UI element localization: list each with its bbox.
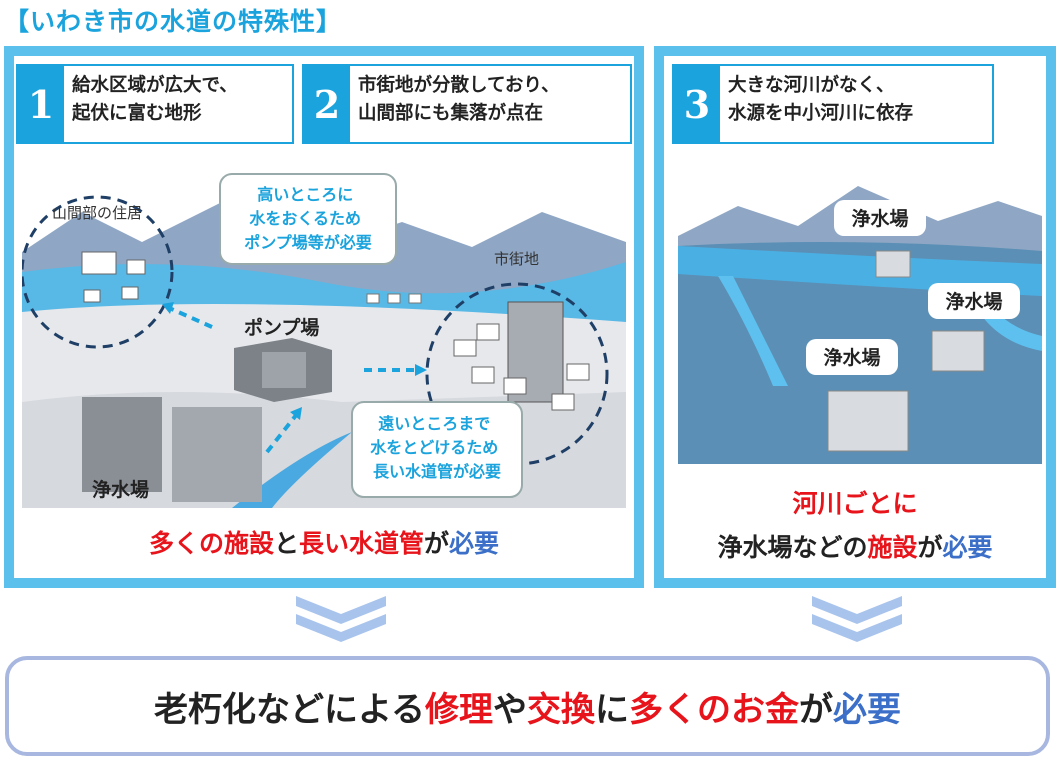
right-caption-part-2: 施設 [867, 533, 918, 562]
callout-high-line-1: 高いところに [257, 185, 353, 204]
right-caption-part-4: 必要 [942, 533, 993, 562]
mountain-house-3 [83, 289, 101, 303]
plant-label-1: 浄水場 [851, 207, 908, 230]
callout-far-box [351, 401, 523, 498]
callout-far-line-2: 水をとどけるため [370, 438, 498, 457]
left-caption-part-5: が [424, 529, 450, 558]
chevron-down-icon [812, 596, 902, 642]
city-label: 市街地 [494, 250, 539, 268]
conclusion-part-4: 交換 [526, 689, 595, 730]
plant-building-1 [82, 397, 162, 492]
feature-number-3: 3 [674, 66, 720, 142]
distant-house-1 [366, 293, 380, 304]
callout-far-line-3: 長い水道管が必要 [373, 462, 501, 481]
conclusion-part-1: 老朽化などによる [154, 689, 425, 730]
pump-label: ポンプ場 [244, 316, 319, 339]
city-house-6 [551, 393, 575, 411]
feature-text-1: 給水区域が広大で、 起伏に富む地形 [72, 75, 238, 124]
arrow-to-mountain-head [162, 302, 174, 314]
right-caption-line-2: 浄水場などの施設が必要 [664, 526, 1046, 570]
feature-text-3: 大きな河川がなく、 水源を中小河川に依存 [728, 75, 914, 124]
city-house-3 [471, 366, 495, 384]
feature-box-1: 1 給水区域が広大で、 起伏に富む地形 [16, 64, 294, 144]
right-caption: 河川ごとに 浄水場などの施設が必要 [664, 482, 1046, 570]
plant-label-box-2 [928, 283, 1020, 319]
callout-high-text: 高いところに 水をおくるため ポンプ場等が必要 [244, 185, 372, 252]
mountain-house-2 [126, 259, 146, 275]
right-river-left [718, 276, 788, 386]
arrow-to-pump-head [290, 407, 302, 420]
mountain-homes-label: 山間部の住居 [52, 204, 142, 222]
plant-label-box-1 [834, 200, 926, 236]
right-caption-line-1: 河川ごとに [792, 489, 918, 518]
plant-label: 浄水場 [92, 478, 149, 501]
conclusion-part-8: 必要 [832, 689, 901, 730]
city-house-5 [566, 363, 590, 381]
left-caption: 多くの施設と長い水道管が必要 [14, 524, 634, 560]
plant-label-2: 浄水場 [945, 290, 1002, 313]
feature-text-2: 市街地が分散しており、 山間部にも集落が点在 [358, 75, 560, 124]
plant-building-2 [172, 407, 262, 502]
left-caption-part-6: 必要 [449, 529, 500, 558]
city-house-4 [503, 377, 527, 395]
plant-icon-1 [875, 250, 911, 278]
conclusion-part-3: や [492, 689, 527, 730]
mountain-homes-circle [22, 195, 174, 349]
feature-box-2: 2 市街地が分散しており、 山間部にも集落が点在 [302, 64, 632, 144]
plant-label-3: 浄水場 [823, 346, 880, 369]
right-caption-part-1: 浄水場などの [717, 533, 868, 562]
pump-station-face [262, 352, 306, 388]
distant-house-2 [387, 293, 401, 304]
left-caption-part-3: と [273, 529, 299, 558]
plant-icon-3 [827, 390, 909, 452]
city-house-2 [476, 323, 500, 341]
feature-number-2: 2 [304, 66, 350, 142]
conclusion-box: 老朽化などによる修理や交換に多くのお金が必要 [5, 656, 1050, 756]
arrow-to-city-head [415, 364, 427, 376]
city-house-1 [453, 339, 477, 357]
left-caption-part-1: 多くの [148, 529, 224, 558]
plant-icon-2 [931, 330, 985, 372]
conclusion-part-6: 多くのお金 [628, 689, 799, 730]
conclusion-part-2: 修理 [424, 689, 493, 730]
right-illustration: 浄水場 浄水場 浄水場 [678, 186, 1042, 464]
callout-high-line-2: 水をおくるため [249, 209, 361, 228]
left-caption-part-4: 長い水道管 [299, 529, 425, 558]
mountain-house-1 [81, 251, 117, 275]
right-caption-part-3: が [917, 533, 943, 562]
distant-house-3 [408, 293, 422, 304]
chevron-down-icon [296, 596, 386, 642]
left-illustration: 山間部の住居 市街地 ポンプ場 浄水場 高いところに 水をおくるため ポンプ場等… [22, 173, 626, 508]
callout-high-box [219, 173, 397, 265]
left-caption-part-2: 施設 [223, 529, 274, 558]
callout-far-line-1: 遠いところまで [378, 414, 490, 433]
conclusion-part-7: が [798, 689, 833, 730]
callout-far-text: 遠いところまで 水をとどけるため 長い水道管が必要 [370, 414, 504, 481]
mountain-house-4 [121, 286, 139, 300]
plant-label-box-3 [806, 339, 898, 375]
feature-box-3: 3 大きな河川がなく、 水源を中小河川に依存 [672, 64, 994, 144]
conclusion-part-5: に [594, 689, 629, 730]
callout-high-line-3: ポンプ場等が必要 [244, 233, 372, 252]
page-title: 【いわき市の水道の特殊性】 [4, 7, 343, 36]
feature-number-1: 1 [18, 66, 64, 142]
